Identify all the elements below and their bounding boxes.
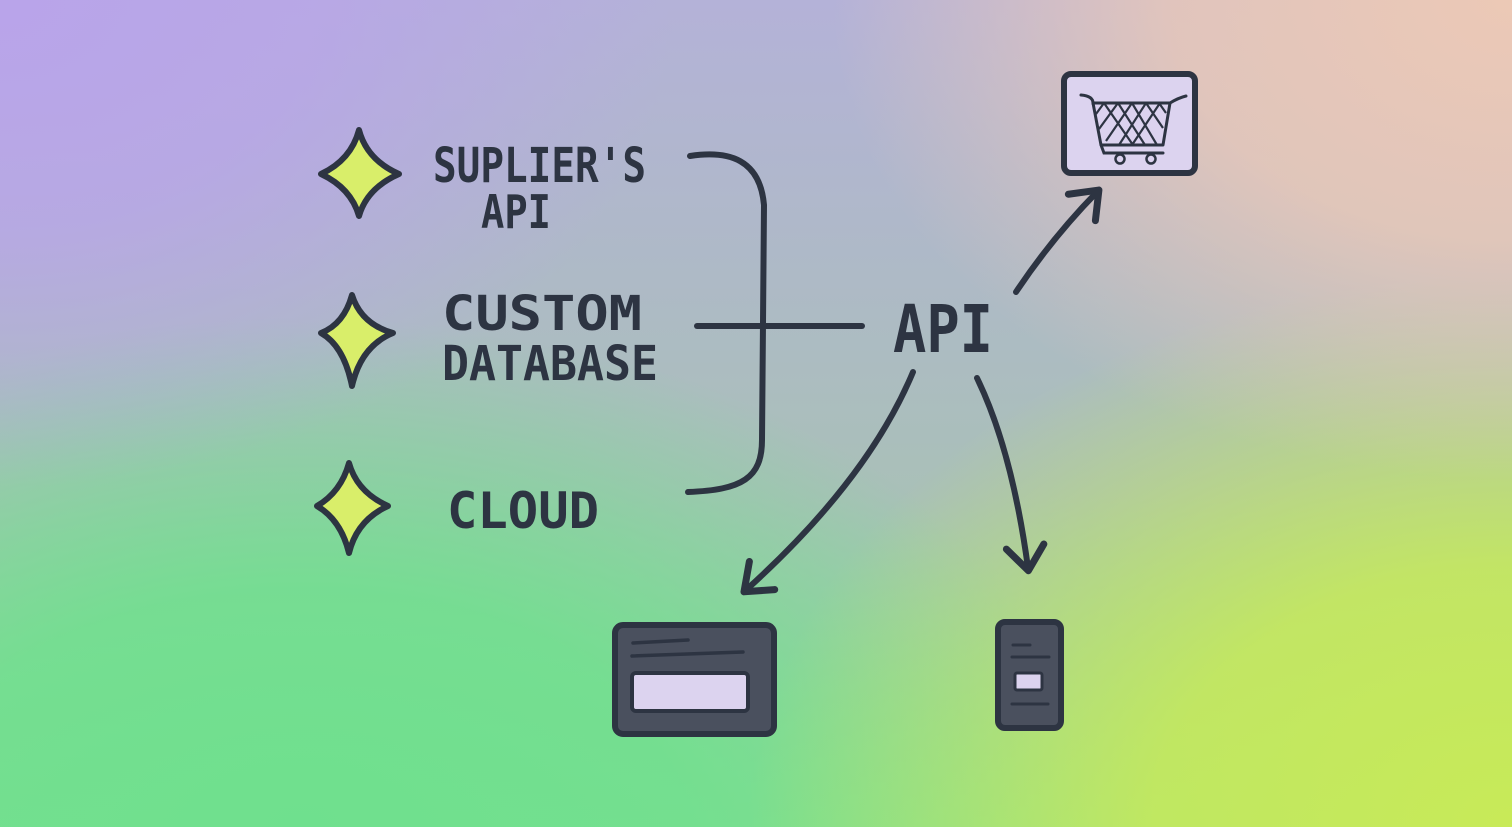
api-hub-label: API: [893, 291, 993, 368]
desktop-window-icon: [612, 622, 777, 737]
arrow-to-cart: [1013, 186, 1103, 295]
diamond-icon-cloud: [314, 460, 391, 556]
source-label-supplier-line1: SUPLIER'S: [433, 138, 646, 194]
diamond-icon-supplier: [318, 127, 402, 219]
source-label-cloud: CLOUD: [447, 482, 599, 540]
diamond-icon-database: [318, 292, 396, 389]
source-label-database-line1: CUSTOM: [442, 286, 642, 342]
source-label-supplier-line2: API: [481, 185, 551, 239]
arrow-to-mobile: [974, 375, 1048, 575]
shopping-cart-icon: [1061, 71, 1198, 176]
source-label-database-line2: DATABASE: [442, 336, 658, 392]
mobile-phone-icon: [995, 619, 1064, 731]
grouping-brace: [685, 151, 767, 495]
arrow-to-desktop: [740, 369, 916, 596]
